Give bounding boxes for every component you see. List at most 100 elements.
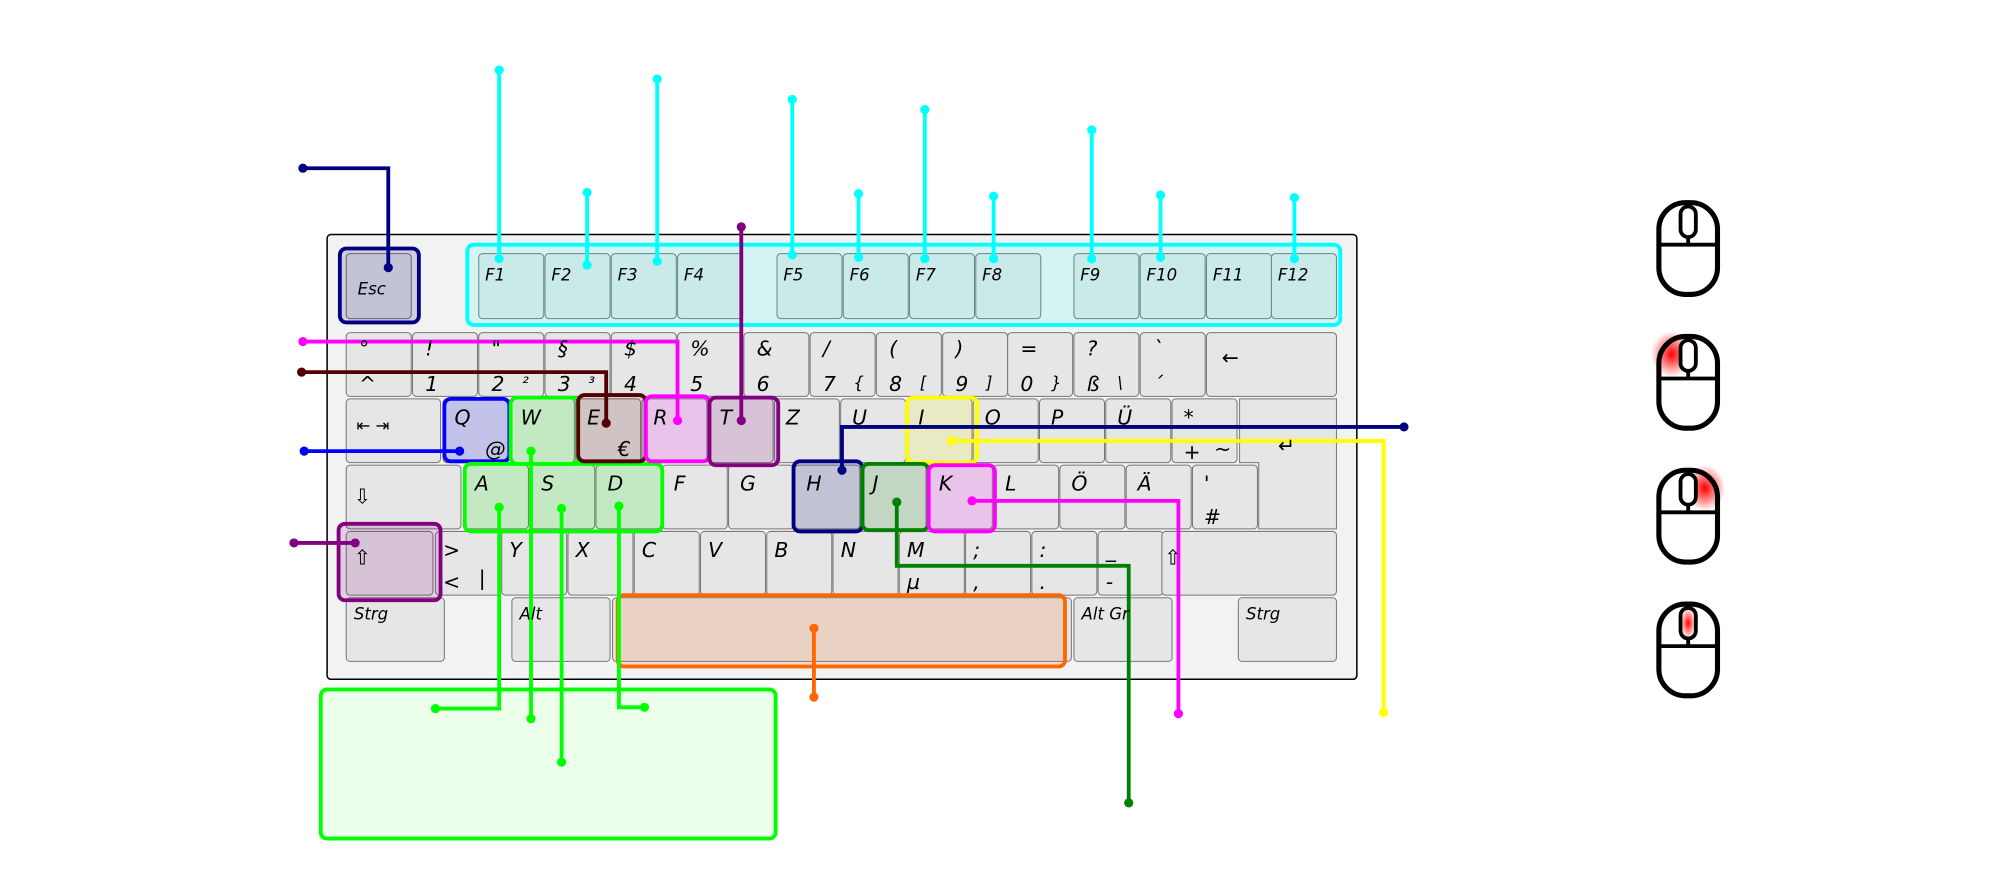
key-Ü[interactable] [1105, 398, 1172, 464]
key-P[interactable] [1038, 398, 1106, 464]
key-shift-left[interactable] [345, 530, 434, 596]
key-f2[interactable] [544, 253, 611, 320]
key-f8-label: F8 [982, 265, 1002, 284]
key-z-row-0-label: > [443, 538, 460, 562]
key-number-11-label: ß [1087, 372, 1100, 396]
key-F[interactable] [661, 464, 728, 530]
key-number-1[interactable] [411, 332, 478, 397]
key-altgr[interactable] [1073, 597, 1173, 662]
key-f1[interactable] [478, 253, 545, 320]
key-f2-cap [544, 253, 611, 320]
key-f3-cap [610, 253, 677, 320]
key-number-5[interactable] [677, 332, 744, 397]
key-Ö[interactable] [1059, 464, 1126, 530]
key-z-row-10-label: - [1106, 570, 1113, 594]
key-R-label: R [653, 405, 667, 429]
key-number-7[interactable] [809, 332, 876, 397]
key-f10[interactable] [1139, 253, 1206, 320]
key-f5[interactable] [776, 253, 843, 320]
key-number-3[interactable] [544, 332, 611, 397]
key-number-8[interactable] [875, 332, 942, 397]
key-Ä[interactable] [1125, 464, 1192, 530]
key-number-3-label: 3 [558, 372, 571, 396]
key-altgr-cap [1073, 597, 1173, 662]
key-number-7-cap [809, 332, 876, 397]
key-backspace-label: ← [1222, 345, 1239, 369]
key-space[interactable] [612, 597, 1072, 662]
key-f3[interactable] [610, 253, 677, 320]
h-leader [837, 422, 1409, 475]
key-f9[interactable] [1073, 253, 1140, 320]
key-tab-label: ⇤ ⇥ [356, 416, 389, 435]
key-backspace[interactable] [1205, 332, 1337, 397]
key-number-11-label: ? [1087, 337, 1098, 361]
key-number-2-label: ² [522, 374, 529, 393]
key-number-0-label: ^ [359, 372, 376, 396]
key-shift-right[interactable] [1161, 530, 1337, 596]
key-number-0[interactable] [345, 332, 412, 397]
key-number-11[interactable] [1073, 332, 1140, 397]
key-G[interactable] [728, 464, 795, 530]
key-ctrl-right[interactable] [1237, 597, 1337, 662]
key-number-6-label: & [757, 337, 773, 361]
key-number-10[interactable] [1007, 332, 1074, 397]
key-f12[interactable] [1270, 253, 1337, 320]
key-D-label: D [607, 472, 623, 496]
key-F-cap [661, 464, 728, 530]
key-f12-cap [1270, 253, 1337, 320]
key-number-1-label: 1 [425, 372, 438, 396]
key-z-row-9[interactable] [1031, 530, 1098, 596]
key-number-12[interactable] [1139, 332, 1206, 397]
key-altgr-label: Alt Gr [1081, 604, 1130, 623]
key-esc-cap [345, 253, 412, 320]
key-f7-cap [909, 253, 976, 320]
key-number-9[interactable] [942, 332, 1009, 397]
key-esc-label: Esc [358, 279, 386, 298]
enter-icon: ↵ [1278, 433, 1295, 457]
key-number-0-label: ° [359, 337, 369, 361]
key-f7[interactable] [909, 253, 976, 320]
key-tab[interactable] [345, 398, 442, 464]
key-number-6[interactable] [743, 332, 810, 397]
key-esc[interactable] [345, 253, 412, 320]
key-number-7-label: 7 [823, 372, 836, 396]
key-number-9-label: ) [953, 337, 963, 361]
key-L[interactable] [993, 464, 1060, 530]
k-highlight [926, 463, 997, 534]
key-number-10-label: } [1051, 374, 1062, 393]
key-f3-label: F3 [618, 265, 638, 284]
key-z-row-3-label: C [642, 538, 657, 562]
f-key-leader [582, 187, 592, 270]
key-capslock-label: ⇩ [354, 484, 371, 508]
s-leader [557, 503, 567, 767]
key-f8-cap [975, 253, 1042, 320]
key-z-row-0-label: | [479, 566, 486, 591]
t-leader [736, 222, 746, 426]
t-highlight [707, 395, 781, 468]
key-ctrl-left[interactable] [345, 597, 445, 662]
key-z-row-8-label: , [973, 570, 979, 594]
key-number-2[interactable] [478, 332, 545, 397]
key-Ü-label: Ü [1117, 404, 1132, 429]
key-E-label: E [587, 405, 600, 429]
key-number-6-label: 6 [757, 372, 770, 396]
key-S-label: S [541, 472, 554, 496]
key-capslock[interactable] [345, 464, 462, 530]
key-O[interactable] [972, 398, 1039, 464]
i-highlight [905, 395, 979, 465]
f-key-leader [787, 94, 797, 260]
key-Q-label: Q [455, 405, 471, 429]
key-f6[interactable] [842, 253, 909, 320]
key-number-4-label: 4 [624, 372, 637, 396]
key-f8[interactable] [975, 253, 1042, 320]
e-leader [297, 367, 611, 428]
key-f10-label: F10 [1147, 265, 1178, 284]
key-*[interactable] [1171, 398, 1238, 464]
mouse-wheel-icon [1656, 601, 1721, 699]
key-f4-label: F4 [684, 265, 704, 284]
key-number-5-label: 5 [690, 372, 703, 396]
key-U[interactable] [840, 398, 907, 464]
key-Z[interactable] [773, 398, 840, 464]
key-'[interactable] [1191, 464, 1258, 530]
key-enter[interactable] [1239, 398, 1337, 530]
